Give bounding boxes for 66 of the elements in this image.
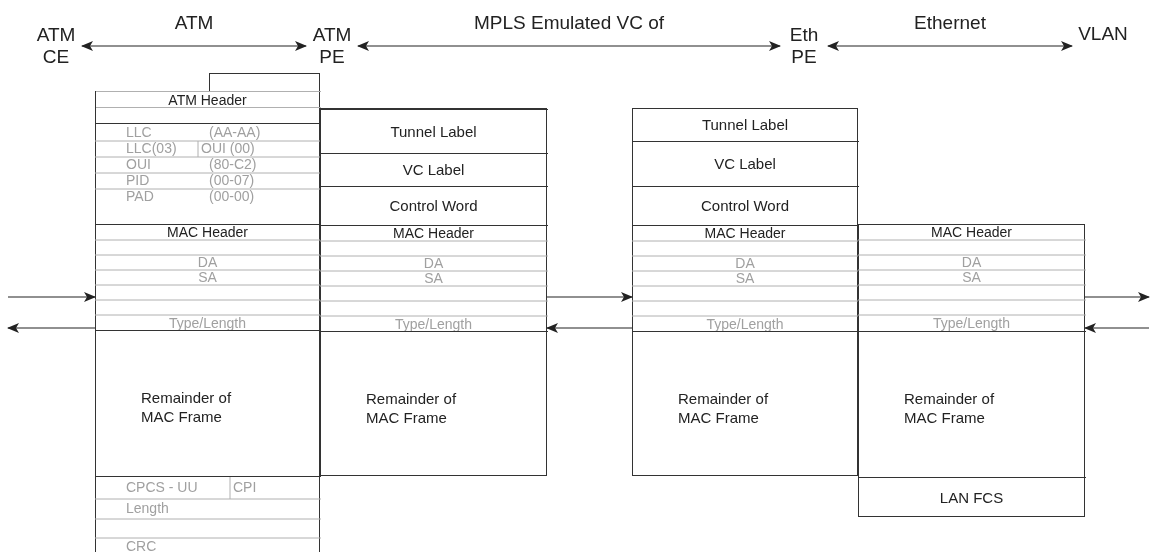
arrow bbox=[1084, 292, 1150, 302]
arrow bbox=[827, 41, 1073, 51]
field-label: Remainder of MAC Frame bbox=[904, 389, 996, 427]
frame-column bbox=[858, 224, 1085, 517]
endpoint-label: Eth PE bbox=[788, 24, 820, 68]
frame-field bbox=[96, 476, 321, 552]
frame-column bbox=[632, 108, 858, 476]
field-label: Type/Length bbox=[931, 316, 1012, 331]
field-label: OUI (00) bbox=[201, 141, 255, 156]
field-label: DA bbox=[422, 256, 445, 271]
field-label: MAC Header bbox=[392, 226, 475, 241]
arrow bbox=[7, 292, 96, 302]
field-label: MAC Header bbox=[930, 225, 1013, 240]
header-tab bbox=[209, 73, 320, 91]
field-label: Tunnel Label bbox=[700, 115, 790, 133]
field-label: Tunnel Label bbox=[389, 122, 478, 140]
arrow bbox=[81, 41, 307, 51]
field-label: SA bbox=[423, 271, 444, 286]
field-label: (80-C2) bbox=[209, 157, 257, 172]
field-label: VC Label bbox=[401, 161, 466, 178]
field-label: (AA-AA) bbox=[209, 125, 261, 140]
field-label: PID bbox=[126, 173, 150, 188]
field-label: ATM Header bbox=[167, 92, 248, 109]
frame-field bbox=[321, 225, 548, 331]
frame-column bbox=[95, 91, 320, 552]
arrow bbox=[546, 323, 633, 333]
endpoint-label: ATM CE bbox=[35, 24, 77, 68]
field-label: DA bbox=[734, 256, 756, 271]
frame-field bbox=[96, 91, 321, 108]
field-label: Remainder of MAC Frame bbox=[141, 388, 233, 426]
field-label: MAC Header bbox=[166, 225, 249, 240]
endpoint-label: VLAN bbox=[1077, 23, 1129, 45]
frame-field bbox=[859, 225, 1086, 331]
field-label: OUI bbox=[126, 157, 151, 172]
field-label: SA bbox=[197, 270, 218, 285]
field-label: Type/Length bbox=[167, 316, 248, 331]
field-label: CPCS - UU bbox=[126, 480, 198, 495]
field-label: Type/Length bbox=[393, 317, 474, 332]
field-label: MAC Header bbox=[703, 226, 787, 241]
field-label: (00-07) bbox=[209, 173, 255, 188]
frame-column bbox=[320, 108, 547, 476]
field-label: CRC bbox=[126, 539, 157, 552]
field-label: PAD bbox=[126, 189, 154, 204]
frame-field bbox=[96, 224, 321, 330]
field-label: DA bbox=[960, 255, 983, 270]
arrow bbox=[546, 292, 633, 302]
field-label: SA bbox=[734, 271, 756, 286]
field-label: CPI bbox=[233, 480, 257, 495]
endpoint-label: ATM PE bbox=[311, 24, 353, 68]
field-label: Control Word bbox=[388, 197, 479, 214]
arrow bbox=[7, 323, 96, 333]
field-label: Remainder of MAC Frame bbox=[366, 389, 458, 427]
field-label: Remainder of MAC Frame bbox=[678, 389, 770, 427]
field-label: Length bbox=[126, 501, 169, 516]
field-label: LLC bbox=[126, 125, 152, 140]
field-label: DA bbox=[196, 255, 219, 270]
field-label: Type/Length bbox=[705, 317, 785, 332]
field-label: Control Word bbox=[699, 197, 791, 214]
field-label: SA bbox=[961, 270, 982, 285]
field-label: LAN FCS bbox=[938, 489, 1005, 506]
arrow bbox=[357, 41, 781, 51]
field-label: (00-00) bbox=[209, 189, 255, 204]
field-label: LLC(03) bbox=[126, 141, 177, 156]
frame-field bbox=[633, 225, 859, 331]
arrow bbox=[1084, 323, 1150, 333]
field-label: VC Label bbox=[713, 155, 777, 172]
